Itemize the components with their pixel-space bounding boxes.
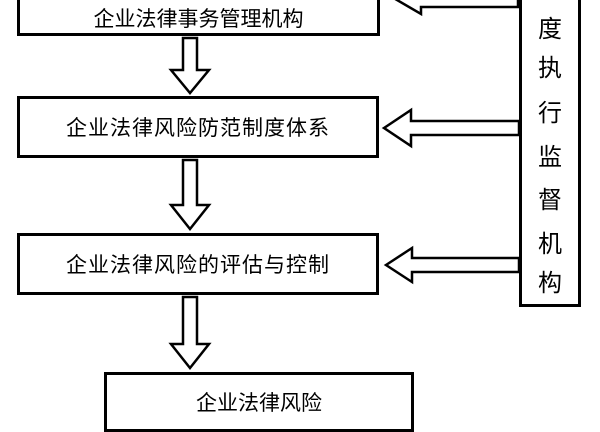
left-arrow (394, 0, 520, 17)
box-risk-assessment-control: 企业法律风险的评估与控制 (17, 233, 379, 295)
side-box-supervision-agency: 度 执 行 监 督 机 构 (519, 0, 581, 307)
side-box-char: 执 (538, 54, 562, 82)
box-label: 企业法律事务管理机构 (93, 7, 304, 31)
side-box-char: 督 (538, 186, 562, 214)
side-box-char: 行 (538, 99, 562, 127)
down-arrow (168, 158, 212, 232)
side-box-char: 度 (538, 15, 562, 43)
left-arrow (381, 107, 521, 149)
box-label: 企业法律风险的评估与控制 (66, 253, 330, 277)
arrows-layer (168, 0, 521, 371)
down-arrow (168, 295, 212, 371)
side-box-char: 构 (538, 269, 562, 297)
down-arrow (168, 36, 212, 95)
left-arrow (383, 245, 521, 285)
box-label: 企业法律风险防范制度体系 (66, 116, 330, 140)
side-box-char: 监 (538, 143, 562, 171)
box-legal-affairs-management-agency: 企业法律事务管理机构 (17, 0, 380, 36)
box-risk-prevention-system: 企业法律风险防范制度体系 (17, 96, 379, 158)
side-box-char: 机 (538, 230, 562, 258)
